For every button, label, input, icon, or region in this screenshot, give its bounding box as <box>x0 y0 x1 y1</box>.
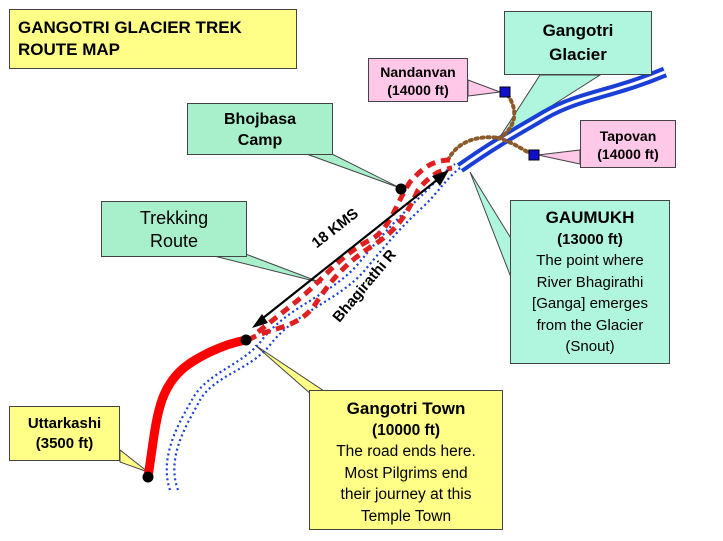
map-title-line-1: GANGOTRI GLACIER TREK <box>18 18 242 37</box>
map-title-line-2: ROUTE MAP <box>18 40 120 59</box>
glacier-line-inner <box>459 70 666 170</box>
label-tapovan-elevation: (14000 ft) <box>597 146 659 162</box>
label-uttarkashi: Uttarkashi (3500 ft) <box>9 406 120 461</box>
label-gangotri-glacier-line-1: Gangotri <box>542 21 614 40</box>
callout-pointer-gangotri-town <box>254 344 332 396</box>
river-line-2 <box>165 163 456 491</box>
label-bhojbasa-line-2: Camp <box>237 132 283 149</box>
label-trekking-route: Trekking Route <box>101 201 247 257</box>
label-gangotri-town-desc-3: their journey at this <box>340 486 472 503</box>
callout-pointer-tapovan <box>537 149 581 165</box>
label-nandanvan-name: Nandanvan <box>380 64 456 80</box>
label-gaumukh-desc-3: [Ganga] emerges <box>532 295 648 312</box>
distance-arrow-line <box>257 175 443 323</box>
trek-route-1 <box>246 165 453 343</box>
label-gaumukh-desc-4: from the Glacier <box>536 316 644 334</box>
marker-nandanvan <box>499 86 511 98</box>
callout-pointer-nandanvan <box>467 79 501 97</box>
label-uttarkashi-name: Uttarkashi <box>27 415 102 432</box>
label-gangotri-glacier-line-2: Glacier <box>549 45 607 64</box>
distance-arrow-head-upper <box>432 170 449 186</box>
label-gaumukh-desc-2: River Bhagirathi <box>536 273 644 291</box>
label-gangotri-town-desc-2: Most Pilgrims end <box>344 464 468 482</box>
label-trekking-route-line-1: Trekking <box>139 208 209 228</box>
label-gaumukh: GAUMUKH (13000 ft) The point where River… <box>510 200 670 364</box>
label-bhojbasa-line-1: Bhojbasa <box>223 111 296 128</box>
label-nandanvan: Nandanvan (14000 ft) <box>368 58 468 102</box>
label-trekking-route-line-2: Route <box>149 231 199 251</box>
road-line <box>143 335 251 482</box>
label-gangotri-town: Gangotri Town (10000 ft) The road ends h… <box>309 390 503 530</box>
marker-gangotri-town <box>240 334 252 346</box>
callout-pointer-uttarkashi <box>119 448 149 473</box>
label-gaumukh-name: GAUMUKH <box>545 208 635 227</box>
trek-route-2 <box>256 157 453 334</box>
label-gangotri-town-desc-1: The road ends here. <box>336 443 476 460</box>
distance-arrow-head-lower <box>252 314 268 328</box>
label-gangotri-town-desc-4: Temple Town <box>360 507 452 525</box>
label-bhojbasa-camp: Bhojbasa Camp <box>187 103 333 155</box>
marker-uttarkashi <box>142 471 154 483</box>
marker-tapovan <box>528 149 540 161</box>
label-gangotri-glacier: Gangotri Glacier <box>504 11 652 75</box>
label-tapovan: Tapovan (14000 ft) <box>580 120 676 168</box>
callout-pointer-gaumukh <box>469 171 513 281</box>
label-gangotri-town-elevation: (10000 ft) <box>371 421 441 439</box>
label-uttarkashi-elevation: (3500 ft) <box>35 435 94 452</box>
marker-bhojbasa <box>395 183 407 195</box>
label-gangotri-town-name: Gangotri Town <box>346 399 466 418</box>
label-tapovan-name: Tapovan <box>599 128 657 144</box>
side-trail-tapovan <box>496 136 535 157</box>
label-gaumukh-elevation: (13000 ft) <box>557 230 623 248</box>
label-nandanvan-elevation: (14000 ft) <box>387 82 449 98</box>
map-title: GANGOTRI GLACIER TREK ROUTE MAP <box>9 9 297 69</box>
label-gaumukh-desc-5: (Snout) <box>565 338 615 355</box>
label-gaumukh-desc-1: The point where <box>536 252 644 269</box>
